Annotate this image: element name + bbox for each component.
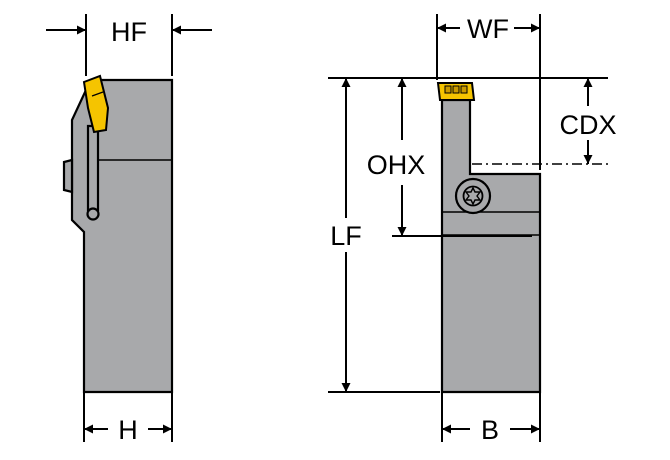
wf-label: WF xyxy=(467,14,509,44)
b-label: B xyxy=(481,415,499,445)
ohx-label: OHX xyxy=(367,150,426,180)
side-view-clamp-rod xyxy=(86,124,100,212)
h-label: H xyxy=(118,415,138,445)
front-view: WF CDX OHX LF B xyxy=(328,14,617,445)
hf-label: HF xyxy=(111,17,147,47)
front-view-shank xyxy=(440,98,542,394)
side-view-insert xyxy=(82,74,110,134)
side-view-bump xyxy=(62,158,74,194)
side-view-screw-head xyxy=(86,207,100,221)
lf-label: LF xyxy=(330,221,362,251)
cdx-label: CDX xyxy=(559,110,616,140)
side-view: HF H xyxy=(46,14,212,445)
